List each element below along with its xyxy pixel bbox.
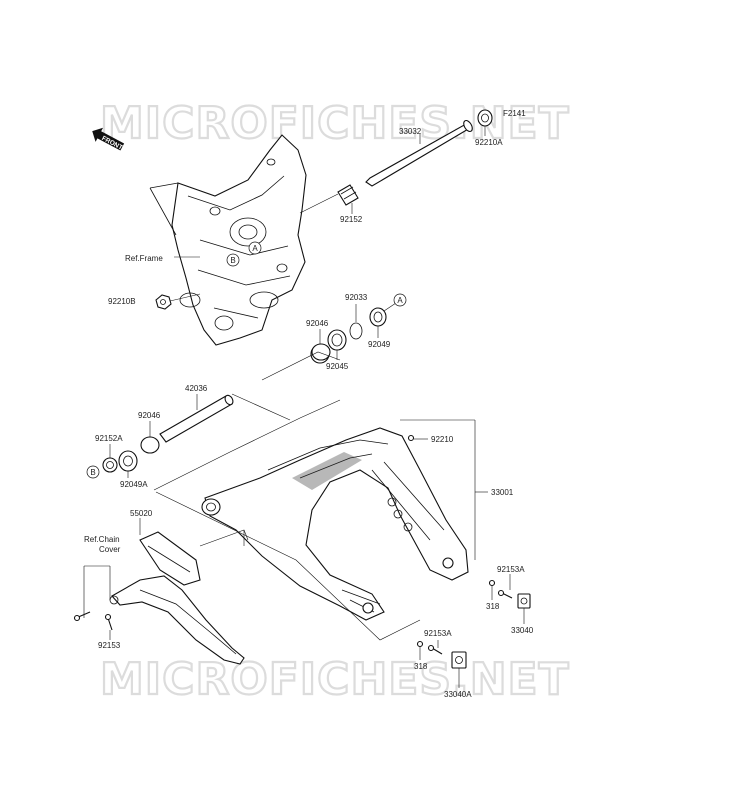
pivot-shaft-33032 [365, 119, 473, 187]
label-92049: 92049 [368, 340, 391, 349]
nut-318-bottom [416, 640, 424, 648]
label-ref-cover: Cover [99, 545, 121, 554]
callout-B-top: B [226, 253, 240, 267]
bolt-92153A-bottom [427, 644, 443, 655]
callout-B-left: B [86, 465, 100, 479]
svg-text:A: A [252, 244, 258, 253]
bearing-92046-top [311, 343, 331, 361]
label-92046-mid: 92046 [138, 411, 161, 420]
label-92153A-bottom: 92153A [424, 629, 452, 638]
callout-A-top: A [248, 241, 262, 255]
nut-92210A [477, 109, 493, 127]
label-92210: 92210 [431, 435, 454, 444]
seal-92049A [118, 450, 138, 472]
label-92049A: 92049A [120, 480, 148, 489]
label-33040A: 33040A [444, 690, 472, 699]
svg-text:A: A [397, 296, 403, 305]
circlip-92033 [349, 322, 363, 340]
collar-92152 [337, 184, 359, 206]
nut-318-right [488, 579, 496, 587]
label-f2141: F2141 [503, 109, 526, 118]
adjuster-33040 [517, 593, 531, 609]
leader-lines [83, 126, 525, 688]
watermark-bottom: MICROFICHES.NET [100, 654, 570, 705]
label-318-right: 318 [486, 602, 500, 611]
label-ref-chain: Ref.Chain [84, 535, 120, 544]
chain-cover [109, 575, 245, 665]
adjuster-33040A [451, 651, 467, 669]
sleeve-42036 [159, 394, 234, 443]
swingarm-33001 [201, 427, 469, 621]
label-33001: 33001 [491, 488, 514, 497]
svg-text:B: B [230, 256, 235, 265]
nut-92210 [407, 434, 415, 442]
label-92045: 92045 [326, 362, 349, 371]
seal-92049 [369, 307, 387, 327]
bearing-92046-mid [140, 436, 160, 454]
label-92152A: 92152A [95, 434, 123, 443]
label-92153A-right: 92153A [497, 565, 525, 574]
chain-guide-55020 [139, 531, 201, 586]
nut-92210B [155, 294, 172, 310]
callout-A-right: A [393, 293, 407, 307]
label-92152: 92152 [340, 215, 363, 224]
label-92046-top: 92046 [306, 319, 329, 328]
svg-text:B: B [90, 468, 95, 477]
label-42036: 42036 [185, 384, 208, 393]
label-92153: 92153 [98, 641, 121, 650]
label-92210B: 92210B [108, 297, 136, 306]
bolt-92153-left [73, 611, 91, 622]
bolt-92153-bottom [104, 613, 113, 631]
label-318-bottom: 318 [414, 662, 428, 671]
label-92210A: 92210A [475, 138, 503, 147]
label-92033: 92033 [345, 293, 368, 302]
collar-92152A [102, 457, 118, 473]
label-33032: 33032 [399, 127, 422, 136]
label-55020: 55020 [130, 509, 153, 518]
bolt-92153A-right [497, 589, 513, 599]
label-ref-frame: Ref.Frame [125, 254, 163, 263]
frame-drawing [149, 134, 307, 346]
label-33040: 33040 [511, 626, 534, 635]
